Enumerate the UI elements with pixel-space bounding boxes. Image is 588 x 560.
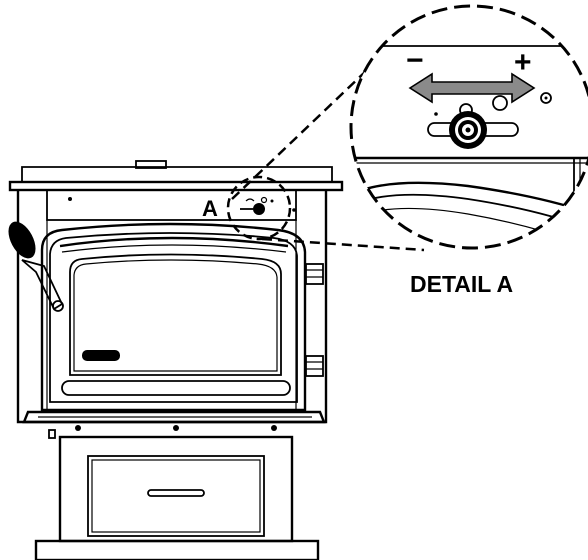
base-rivet-1 (75, 425, 81, 431)
detail-circle (349, 4, 588, 250)
brand-plate (82, 350, 120, 361)
door-top-molding-2 (61, 244, 287, 253)
air-control-knob-icon (253, 203, 265, 215)
pedestal-drawer (87, 455, 265, 537)
double-headed-arrow-icon (408, 72, 536, 104)
stove (8, 160, 344, 560)
door-frame (40, 222, 307, 412)
door-glass-inner (73, 259, 278, 372)
detail-connector-upper (231, 71, 366, 200)
top-rear-step (21, 166, 333, 182)
detail-title: DETAIL A (410, 271, 513, 297)
plus-sign: + (514, 46, 532, 79)
door-frame-inner (49, 232, 298, 403)
plinth (34, 539, 320, 560)
base-latch (48, 429, 56, 439)
air-control-location (240, 196, 296, 215)
door-hinge-upper (305, 263, 324, 285)
door-top-molding (59, 236, 289, 248)
detail-connector-lower (261, 237, 425, 252)
panel-rivet-left (68, 197, 72, 201)
pedestal (58, 435, 294, 543)
detail-control (427, 92, 552, 149)
upper-panel (46, 189, 297, 221)
door-hinge-lower (305, 355, 324, 377)
minus-sign: − (406, 44, 424, 77)
ash-lip (61, 380, 291, 396)
detail-a-view (351, 6, 588, 248)
door-handle (8, 221, 64, 312)
pedestal-drawer-inner (91, 459, 261, 533)
top-plate (8, 180, 344, 192)
hearth-shelf (22, 410, 326, 424)
callout-label: A (202, 196, 218, 221)
drawer-handle (147, 489, 205, 497)
callout-circle (226, 175, 292, 241)
base-rivet-2 (173, 425, 179, 431)
flue-collar (135, 160, 167, 169)
door-glass (69, 253, 282, 376)
base-rivet-3 (271, 425, 277, 431)
